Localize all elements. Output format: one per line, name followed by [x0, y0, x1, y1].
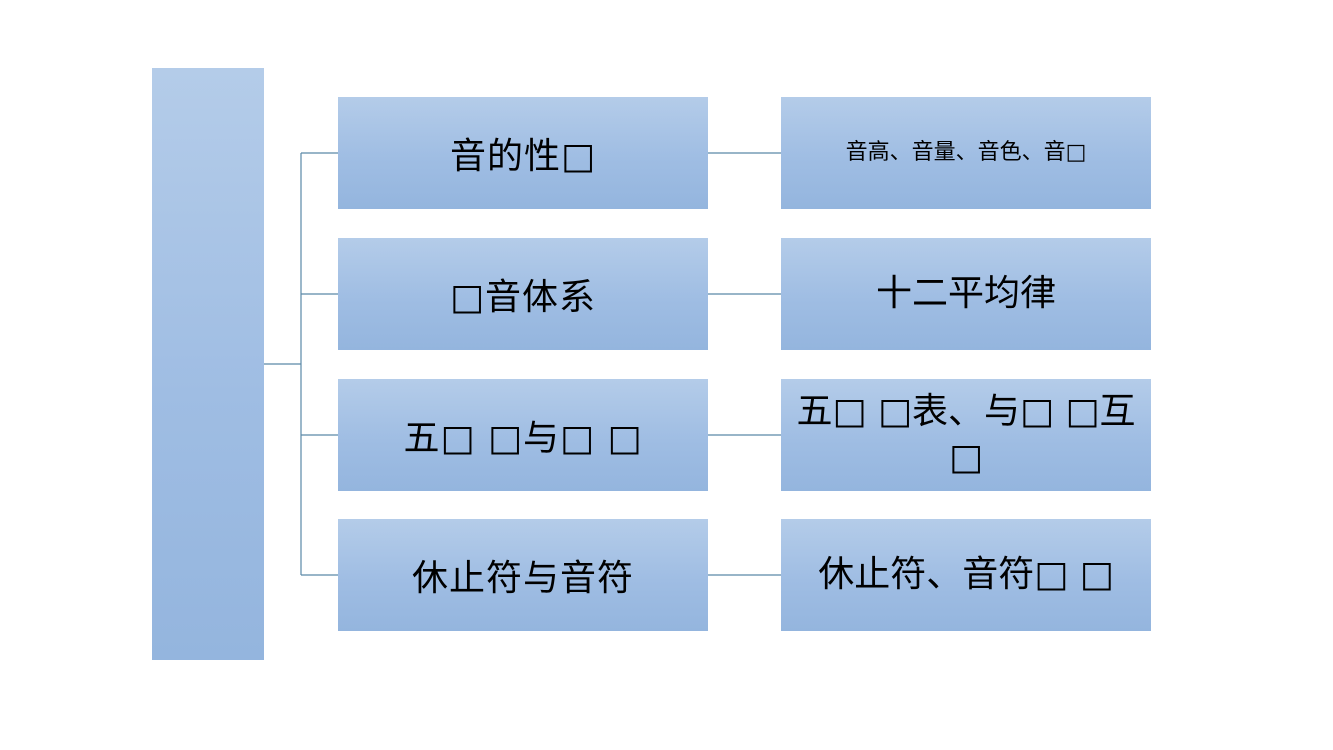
root-node [152, 68, 264, 660]
detail-node-rests-notes: 休止符、音符□ □ [781, 519, 1151, 631]
topic-label: □音体系 [449, 277, 596, 318]
detail-node-tuning-system: 十二平均律 [781, 238, 1151, 350]
topic-label: 音的性□ [449, 136, 596, 177]
detail-node-staff: 五□ □表、与□ □互□ [781, 379, 1151, 491]
topic-node-properties: 音的性□ [338, 97, 708, 209]
topic-label: 五□ □与□ □ [403, 418, 643, 459]
topic-label: 休止符与音符 [411, 558, 634, 599]
detail-label: 十二平均律 [875, 273, 1056, 314]
detail-label: 五□ □表、与□ □互□ [796, 391, 1136, 478]
topic-node-tuning-system: □音体系 [338, 238, 708, 350]
detail-label: 音高、音量、音色、音□ [845, 140, 1087, 165]
topic-node-staff: 五□ □与□ □ [338, 379, 708, 491]
topic-node-rests-notes: 休止符与音符 [338, 519, 708, 631]
detail-label: 休止符、音符□ □ [818, 554, 1114, 595]
detail-node-properties: 音高、音量、音色、音□ [781, 97, 1151, 209]
